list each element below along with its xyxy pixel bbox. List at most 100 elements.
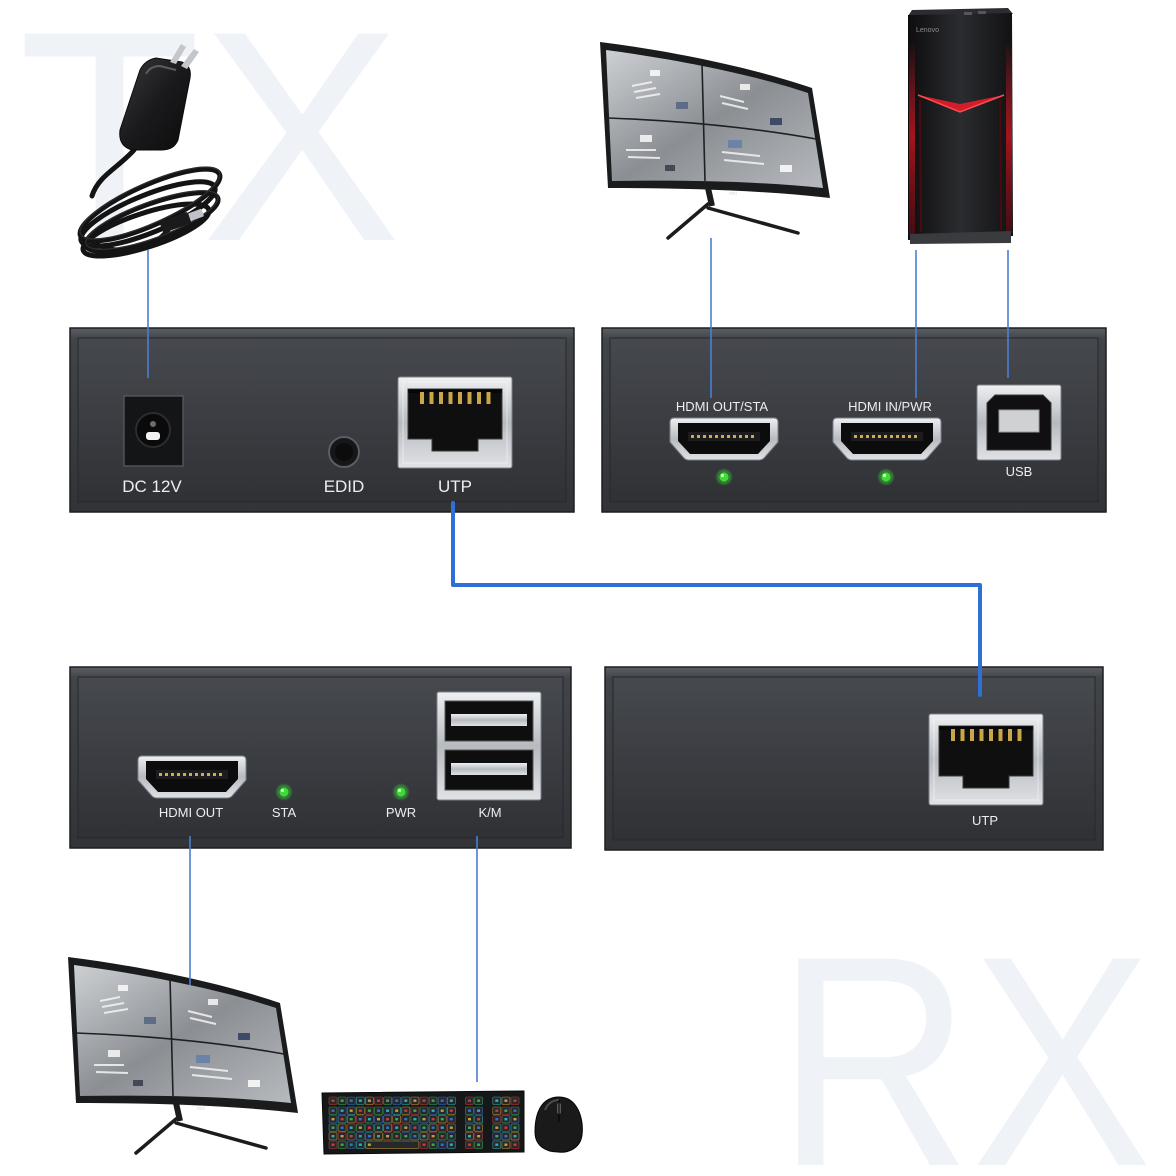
edid-button-icon	[328, 436, 360, 468]
dc-jack-icon	[123, 395, 184, 467]
keyboard-key-backlight	[367, 1143, 371, 1146]
keyboard-key-backlight	[386, 1118, 390, 1121]
hdmi-out-sta-label: HDMI OUT/STA	[676, 399, 769, 414]
keyboard-key-backlight	[331, 1126, 335, 1129]
monitor-icon	[600, 42, 830, 238]
keyboard-key-backlight	[331, 1143, 335, 1146]
keyboard-key-backlight	[468, 1143, 471, 1146]
keyboard-key-backlight	[449, 1135, 453, 1138]
keyboard-key-backlight	[349, 1118, 353, 1121]
keyboard-key-backlight	[504, 1109, 508, 1112]
keyboard-key-backlight	[358, 1135, 362, 1138]
keyboard-key-backlight	[377, 1109, 380, 1112]
keyboard-key-backlight	[349, 1143, 353, 1146]
power-adapter-icon	[77, 44, 223, 259]
keyboard-key-backlight	[422, 1099, 426, 1102]
keyboard-key-backlight	[386, 1109, 390, 1112]
keyboard-key-backlight	[377, 1099, 380, 1102]
rx-watermark: RX	[776, 893, 1152, 1176]
pwr-label: PWR	[386, 805, 416, 820]
keyboard-key-backlight	[449, 1109, 453, 1112]
keyboard-key-backlight	[449, 1118, 453, 1121]
keyboard-key-backlight	[340, 1126, 344, 1129]
keyboard-key-backlight	[386, 1099, 390, 1102]
keyboard-key-backlight	[404, 1126, 408, 1129]
keyboard-key-backlight	[431, 1126, 435, 1129]
keyboard-key-backlight	[495, 1135, 499, 1138]
tx-rear-panel: DC 12V EDID UTP	[69, 327, 575, 513]
keyboard-key-backlight	[513, 1109, 517, 1112]
keyboard-key-backlight	[504, 1118, 508, 1121]
keyboard-key-backlight	[431, 1118, 435, 1121]
keyboard-icon	[321, 1090, 525, 1155]
dc-12v-label: DC 12V	[122, 477, 182, 496]
keyboard-key-backlight	[331, 1135, 335, 1138]
keyboard-key-backlight	[449, 1126, 453, 1129]
rx-rear-panel: UTP	[604, 666, 1104, 851]
keyboard-key-backlight	[331, 1118, 335, 1121]
keyboard-key-backlight	[358, 1126, 362, 1129]
keyboard-key-backlight	[349, 1109, 353, 1112]
hdmi-port-icon	[137, 755, 247, 799]
connector-lines	[147, 238, 1009, 1082]
keyboard-key-backlight	[440, 1135, 444, 1138]
keyboard-key-backlight	[513, 1126, 517, 1129]
pc-brand-logo: Lenovo	[916, 27, 939, 34]
keyboard-key-backlight	[422, 1126, 426, 1129]
keyboard-key-backlight	[422, 1143, 426, 1146]
keyboard-key-backlight	[349, 1099, 353, 1102]
led-indicator-icon	[876, 467, 896, 487]
keyboard-key-backlight	[477, 1143, 481, 1146]
keyboard-key-backlight	[404, 1099, 408, 1102]
usb-b-port-icon	[976, 384, 1062, 461]
keyboard-key-backlight	[386, 1126, 390, 1129]
keyboard-key-backlight	[377, 1135, 380, 1138]
keyboard-key-backlight	[495, 1126, 499, 1129]
keyboard-key-backlight	[440, 1143, 444, 1146]
keyboard-key-backlight	[395, 1099, 399, 1102]
keyboard-key-backlight	[386, 1135, 390, 1138]
hdmi-port-icon	[832, 417, 942, 461]
keyboard-key-backlight	[413, 1109, 417, 1112]
hdmi-in-pwr-label: HDMI IN/PWR	[848, 399, 932, 414]
tx-front-panel: HDMI OUT/STA HDMI IN/PWR USB	[601, 327, 1107, 513]
keyboard-key-backlight	[377, 1126, 380, 1129]
keyboard-key-backlight	[440, 1118, 444, 1121]
keyboard-key-backlight	[422, 1109, 426, 1112]
keyboard-key-backlight	[340, 1143, 344, 1146]
keyboard-key-backlight	[358, 1118, 362, 1121]
keyboard-key-backlight	[468, 1118, 471, 1121]
monitor-icon	[68, 957, 298, 1153]
keyboard-key-backlight	[349, 1126, 353, 1129]
led-indicator-icon	[274, 782, 294, 802]
keyboard-key-backlight	[377, 1118, 380, 1121]
keyboard-key-backlight	[358, 1099, 362, 1102]
keyboard-key-backlight	[513, 1143, 517, 1146]
keyboard-key-backlight	[477, 1135, 481, 1138]
keyboard-key-backlight	[513, 1118, 517, 1121]
keyboard-key-backlight	[449, 1143, 453, 1146]
keyboard-key-backlight	[331, 1109, 335, 1112]
keyboard-key-backlight	[477, 1109, 481, 1112]
keyboard-key-backlight	[495, 1143, 499, 1146]
keyboard-key-backlight	[504, 1135, 508, 1138]
keyboard-key-backlight	[449, 1099, 453, 1102]
keyboard-key-backlight	[477, 1118, 481, 1121]
keyboard-keys	[328, 1096, 520, 1149]
keyboard-key-backlight	[495, 1099, 499, 1102]
tx-watermark: TX	[18, 0, 401, 304]
keyboard-key-backlight	[367, 1109, 371, 1112]
keyboard-key-backlight	[349, 1135, 353, 1138]
keyboard-key-backlight	[422, 1118, 426, 1121]
keyboard-key-backlight	[422, 1135, 426, 1138]
keyboard-key-backlight	[468, 1109, 471, 1112]
keyboard-key-backlight	[367, 1099, 371, 1102]
keyboard-key-backlight	[413, 1135, 417, 1138]
keyboard-key-backlight	[495, 1109, 499, 1112]
keyboard-key-backlight	[513, 1099, 517, 1102]
keyboard-key-backlight	[431, 1143, 435, 1146]
keyboard-key-backlight	[395, 1109, 399, 1112]
led-indicator-icon	[714, 467, 734, 487]
